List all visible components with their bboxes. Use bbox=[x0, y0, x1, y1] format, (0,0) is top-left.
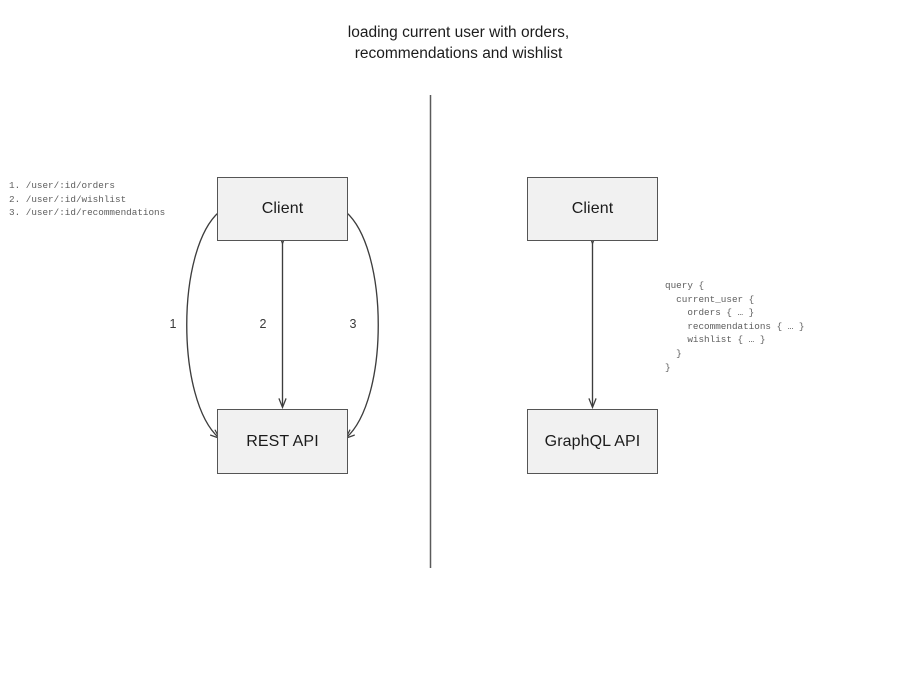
node-client-rest[interactable]: Client bbox=[217, 177, 348, 241]
edge-label-3: 3 bbox=[349, 317, 357, 331]
node-rest-api[interactable]: REST API bbox=[217, 409, 348, 474]
rest-routes-list: 1. /user/:id/orders 2. /user/:id/wishlis… bbox=[9, 180, 166, 219]
edge-rest-3 bbox=[346, 212, 379, 438]
node-graphql-api[interactable]: GraphQL API bbox=[527, 409, 658, 474]
edge-label-2: 2 bbox=[259, 317, 267, 331]
node-client-graphql[interactable]: Client bbox=[527, 177, 658, 241]
diagram-title: loading current user with orders, recomm… bbox=[347, 24, 570, 62]
graphql-query-block: query { current_user { orders { … } reco… bbox=[665, 280, 805, 373]
edge-label-1: 1 bbox=[169, 317, 177, 331]
edge-rest-1 bbox=[186, 212, 219, 438]
